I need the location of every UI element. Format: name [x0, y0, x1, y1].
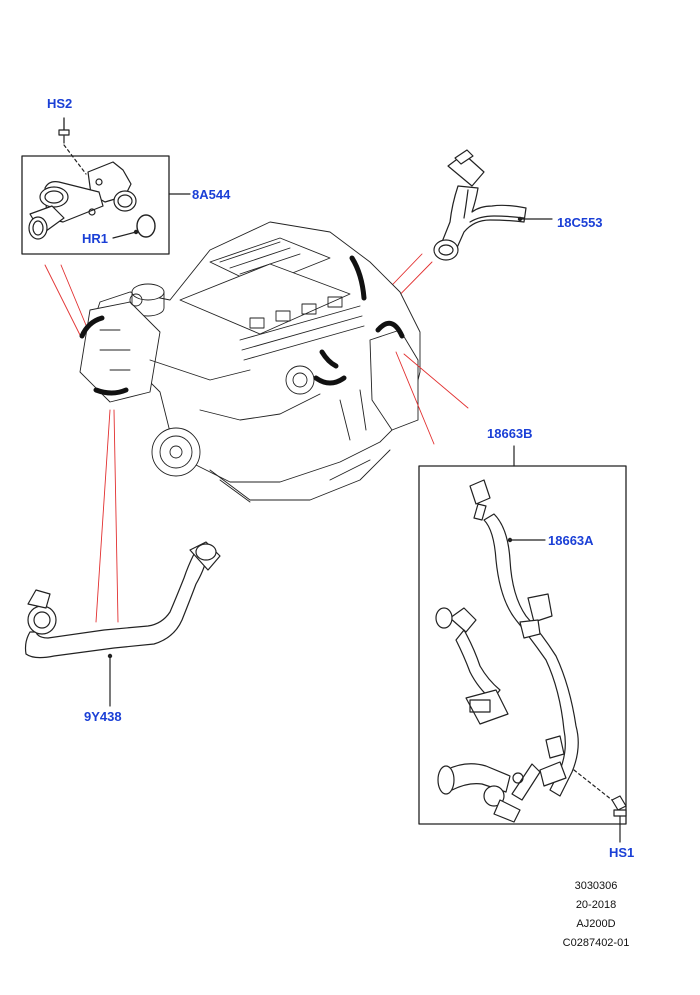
box-18663b	[418, 465, 627, 825]
callout-18663b[interactable]: 18663B	[487, 426, 533, 441]
hose-9y438-part[interactable]	[24, 541, 221, 659]
reference-line-1: 3030306	[574, 880, 618, 892]
leader-hr1	[112, 231, 137, 239]
reference-line-2: 20-2018	[575, 899, 617, 911]
thermostat-housing-part[interactable]	[28, 117, 156, 240]
callout-hs2[interactable]: HS2	[47, 96, 73, 111]
reference-line-3: AJ200D	[576, 918, 616, 930]
callout-hs1[interactable]: HS1	[609, 845, 635, 860]
hose-18663a-part[interactable]	[435, 479, 579, 823]
callout-18663a[interactable]: 18663A	[548, 533, 594, 548]
engine-hoses	[79, 255, 405, 396]
screw-hs1-part[interactable]	[573, 769, 627, 843]
box-8a544	[21, 155, 170, 255]
callout-9y438[interactable]: 9Y438	[84, 709, 122, 724]
callout-8a544[interactable]: 8A544	[192, 187, 231, 202]
callout-18c553[interactable]: 18C553	[557, 215, 603, 230]
engine-assembly	[79, 221, 421, 503]
callout-hr1[interactable]: HR1	[82, 231, 109, 246]
hose-18c553-part[interactable]	[433, 149, 527, 261]
reference-line-4: C0287402-01	[562, 937, 630, 949]
